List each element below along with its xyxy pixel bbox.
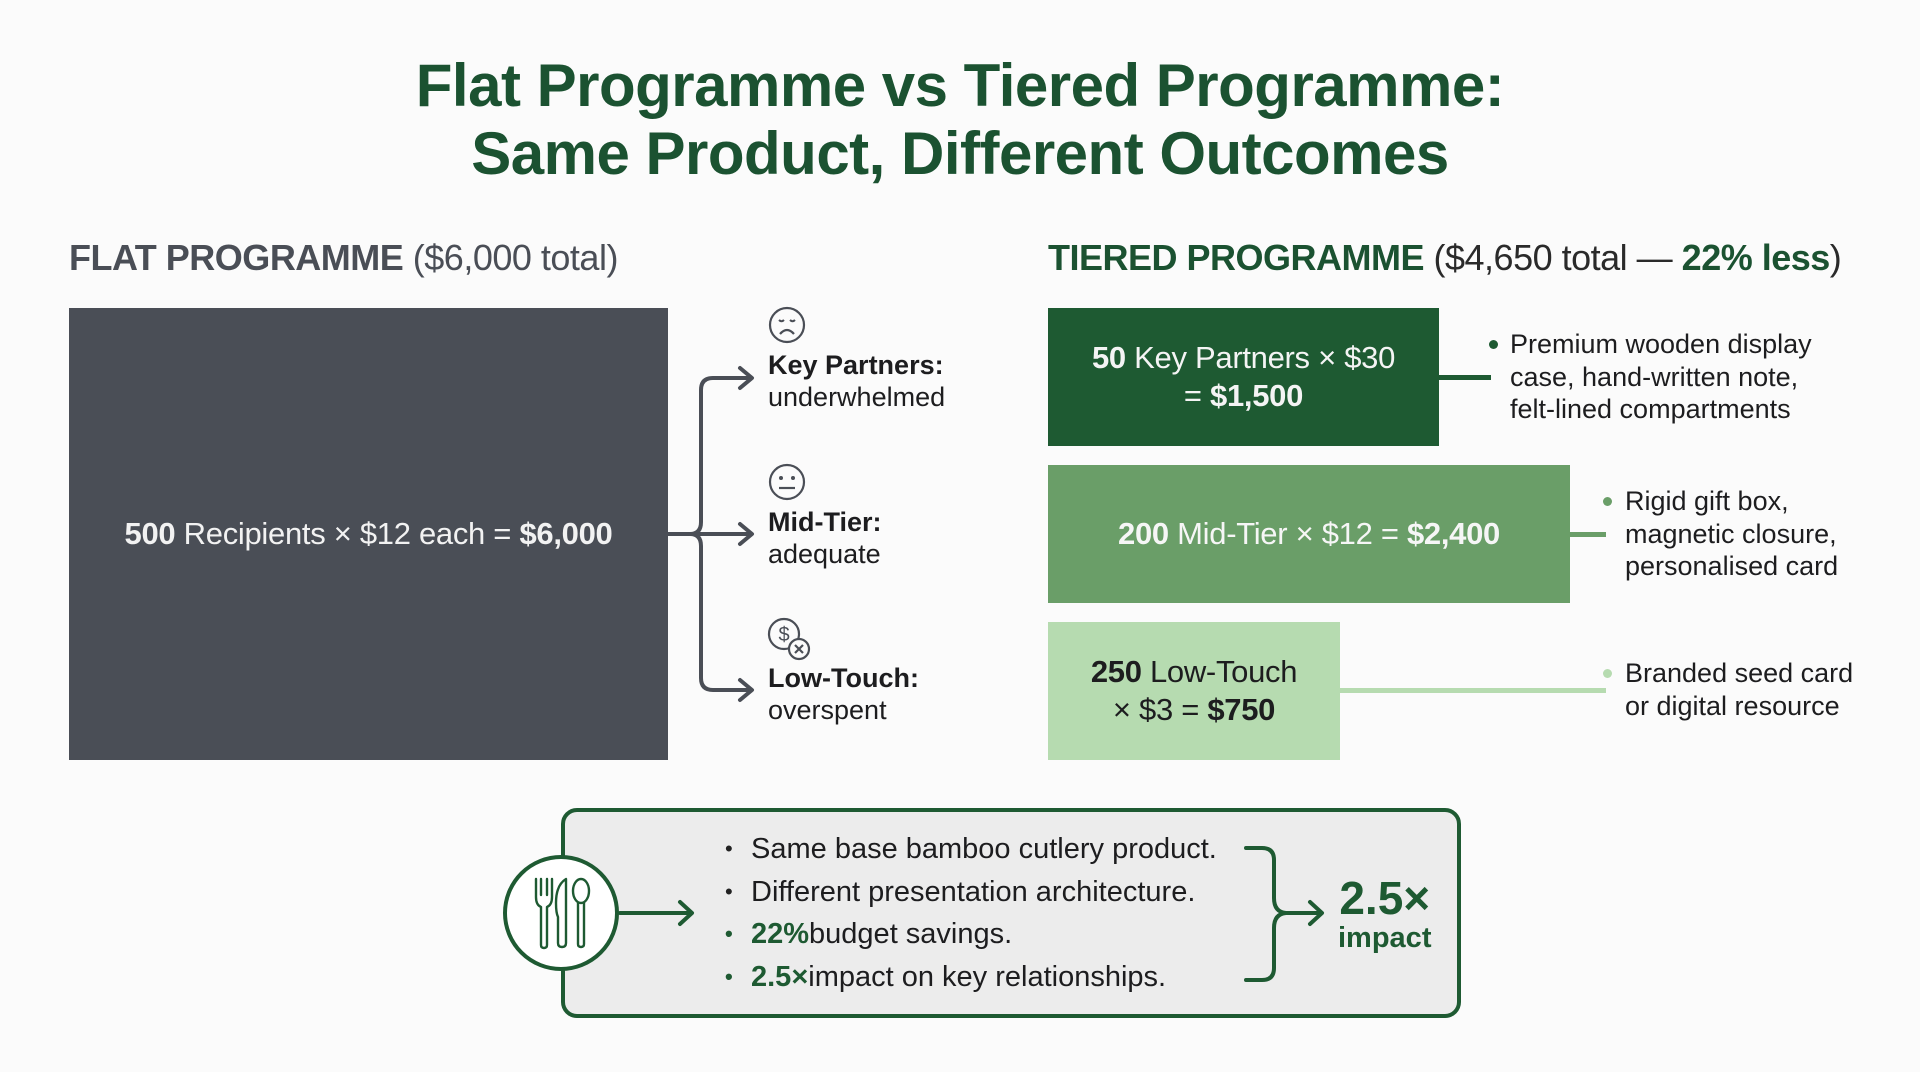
tier-connector-2 [1570, 532, 1606, 537]
flat-heading-total: ($6,000 total) [403, 237, 619, 278]
svg-text:$: $ [778, 624, 789, 646]
outcome-key-partners: Key Partners: underwhelmed [768, 349, 945, 413]
tier-total: $2,400 [1406, 516, 1500, 551]
bullet-dot: • [725, 963, 733, 989]
bullet-dot [1489, 340, 1498, 349]
tier-formula: Mid-Tier × $12 = [1168, 516, 1407, 551]
bullet-dot [1603, 497, 1612, 506]
flat-heading-label: FLAT PROGRAMME [69, 237, 404, 278]
tier-description-low-touch: Branded seed card or digital resource [1625, 657, 1853, 722]
summary-emphasis: 22% [751, 918, 810, 950]
bullet-dot: • [725, 921, 733, 946]
tier-connector-1 [1439, 375, 1491, 380]
money-cancel-icon: $ [767, 617, 811, 661]
tiered-programme-heading: TIERED PROGRAMME ($4,650 total — 22% les… [1048, 236, 1842, 280]
impact-value: 2.5× [1339, 872, 1431, 924]
tier-total: $750 [1207, 692, 1276, 727]
flat-programme-box: 500 Recipients × $12 each = $6,000 [69, 308, 668, 760]
tier-count: 250 [1090, 654, 1142, 689]
sad-face-icon [768, 306, 806, 344]
bullet-dot: • [725, 836, 733, 861]
tier-total: $1,500 [1210, 378, 1304, 413]
outcome-label: Key Partners: [768, 350, 944, 380]
summary-text: Same base bamboo cutlery product. [751, 833, 1217, 865]
impact-label: impact [1338, 922, 1432, 954]
summary-list: • Same base bamboo cutlery product. • Di… [725, 828, 1217, 998]
summary-text: budget savings. [809, 918, 1013, 950]
flat-formula: Recipients × $12 each = [175, 516, 520, 551]
description-line: personalised card [1625, 551, 1839, 581]
summary-emphasis: 2.5× [751, 960, 809, 993]
description-line: magnetic closure, [1625, 518, 1837, 549]
tier-equals: = [1183, 378, 1211, 413]
outcome-low-touch: Low-Touch: overspent [768, 662, 919, 726]
flat-recipient-count: 500 [124, 516, 176, 551]
summary-item: • 2.5× impact on key relationships. [725, 956, 1217, 999]
title-line-2: Same Product, Different Outcomes [471, 120, 1449, 187]
outcome-label: Low-Touch: [768, 663, 919, 693]
tier-box-low-touch: 250 Low-Touch × $3 = $750 [1048, 622, 1340, 760]
tiered-heading-total: ($4,650 total — [1424, 237, 1682, 278]
tier-description-mid-tier: Rigid gift box, magnetic closure, person… [1625, 485, 1838, 583]
description-line: Rigid gift box, [1625, 486, 1789, 516]
bullet-dot [1603, 669, 1612, 678]
description-line: or digital resource [1625, 690, 1840, 721]
description-line: felt-lined compartments [1510, 394, 1791, 424]
summary-item: • Different presentation architecture. [725, 871, 1217, 914]
cutlery-icon [534, 877, 591, 950]
outcome-label: Mid-Tier: [768, 507, 882, 537]
outcome-mid-tier: Mid-Tier: adequate [768, 506, 882, 570]
bullet-dot: • [725, 878, 733, 904]
description-line: Branded seed card [1625, 658, 1854, 688]
tier-box-mid-tier: 200 Mid-Tier × $12 = $2,400 [1048, 465, 1570, 603]
tiered-heading-label: TIERED PROGRAMME [1048, 237, 1425, 278]
flat-total: $6,000 [519, 516, 613, 551]
neutral-face-icon [768, 463, 806, 501]
tier-formula: Key Partners × $30 [1125, 340, 1396, 375]
page-title: Flat Programme vs Tiered Programme: Same… [0, 52, 1920, 188]
tiered-heading-close: ) [1829, 237, 1842, 278]
description-line: Premium wooden display [1510, 329, 1812, 359]
tier-equals: × $3 = [1112, 692, 1208, 727]
outcome-value: overspent [768, 695, 887, 725]
tier-connector-3 [1340, 688, 1606, 693]
tier-count: 200 [1118, 516, 1169, 551]
summary-text: Different presentation architecture. [751, 875, 1196, 908]
impact-result: 2.5× impact [1338, 874, 1431, 954]
tier-description-key-partners: Premium wooden display case, hand-writte… [1510, 328, 1812, 426]
outcome-value: adequate [768, 539, 881, 569]
tier-count: 50 [1091, 340, 1126, 375]
description-line: case, hand-written note, [1510, 361, 1799, 392]
cutlery-icon-circle [503, 855, 619, 971]
tiered-heading-savings: 22% less [1681, 237, 1831, 278]
summary-item: • Same base bamboo cutlery product. [725, 828, 1217, 871]
title-line-1: Flat Programme vs Tiered Programme: [415, 52, 1505, 119]
summary-text: impact on key relationships. [808, 960, 1167, 993]
tier-formula: Low-Touch [1141, 654, 1298, 689]
tier-box-key-partners: 50 Key Partners × $30 = $1,500 [1048, 308, 1439, 446]
summary-item: • 22% budget savings. [725, 913, 1217, 956]
flat-programme-heading: FLAT PROGRAMME ($6,000 total) [69, 236, 618, 280]
outcome-value: underwhelmed [768, 382, 946, 412]
